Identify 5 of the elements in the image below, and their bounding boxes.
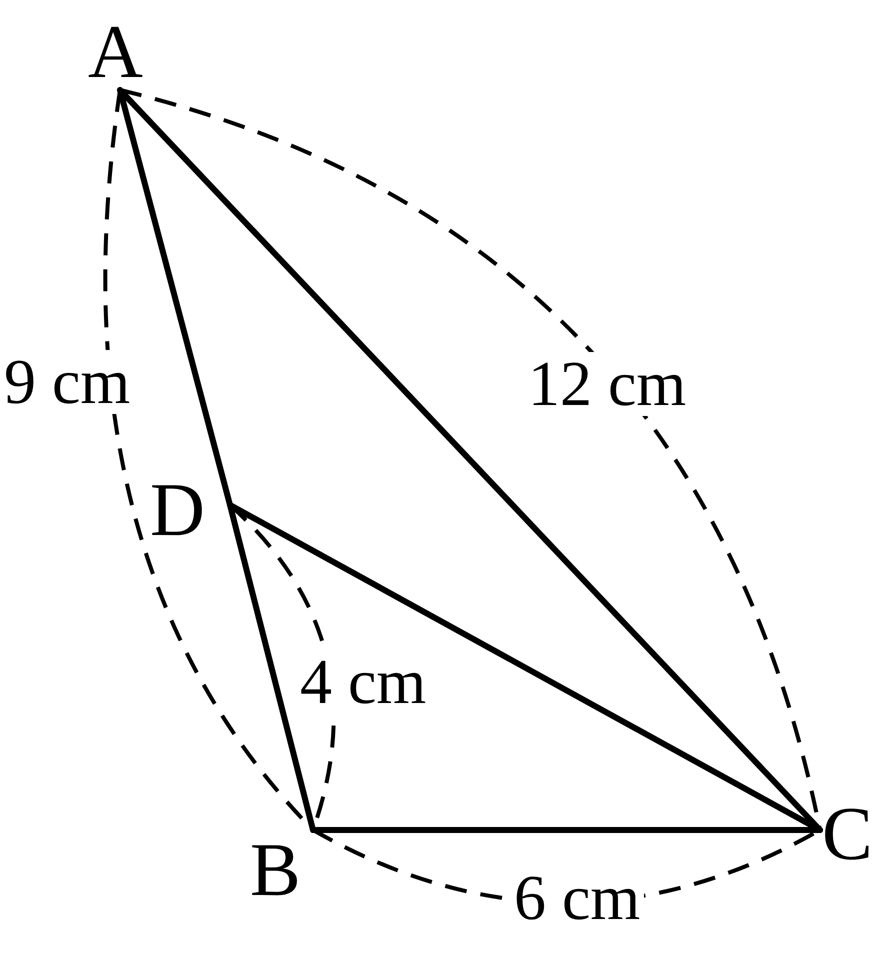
vertex-label: B bbox=[250, 832, 301, 908]
line-segment bbox=[227, 502, 823, 833]
vertex-label: A bbox=[88, 14, 143, 90]
vertex-label: C bbox=[822, 796, 873, 872]
vertex-label: D bbox=[150, 472, 205, 548]
